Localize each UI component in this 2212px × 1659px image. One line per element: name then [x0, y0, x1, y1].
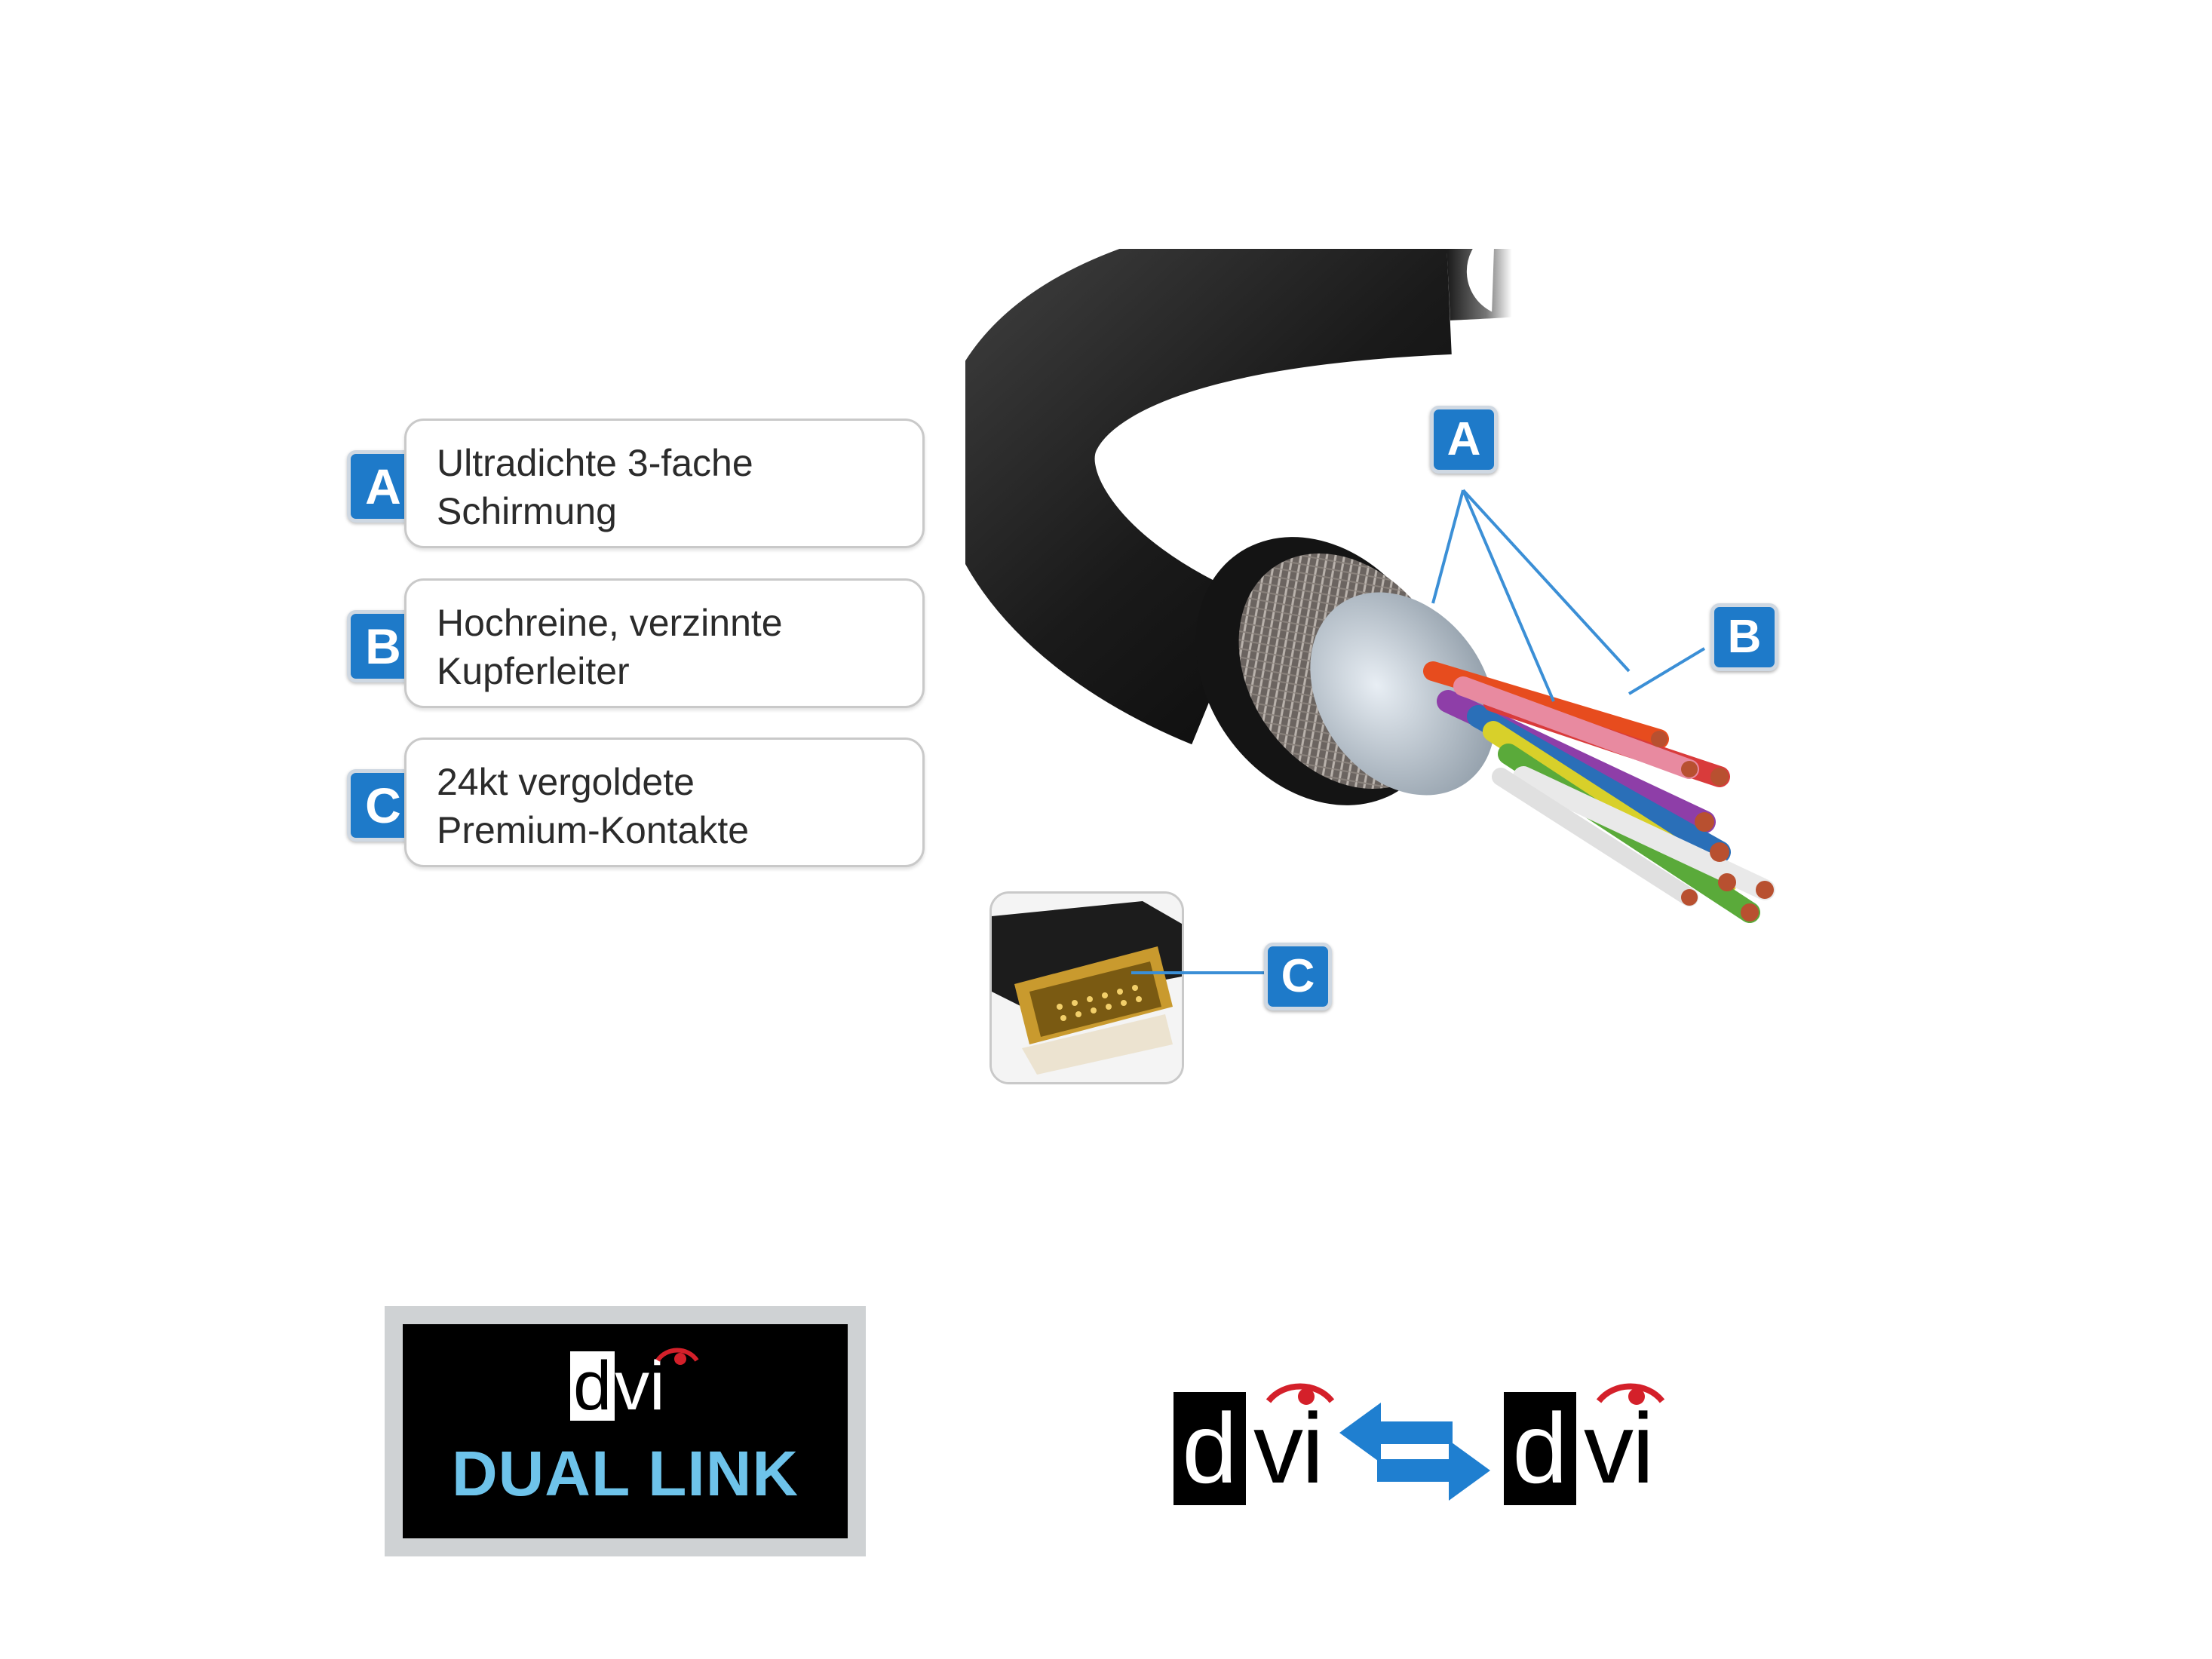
feature-line: Hochreine, verzinnte [437, 602, 783, 644]
callout-badge-c: C [1264, 943, 1332, 1010]
dvi-logo-vi: vi [1253, 1393, 1324, 1504]
dvi-logo-d: d [1504, 1392, 1576, 1505]
feature-row-b: B Hochreine, verzinnte Kupferleiter [347, 578, 925, 708]
connector-illustration-box [989, 891, 1184, 1084]
feature-line: 24kt vergoldete [437, 761, 695, 803]
feature-line: Kupferleiter [437, 650, 630, 692]
dual-link-inner: dvi DUAL LINK [403, 1324, 848, 1538]
feature-text-c: 24kt vergoldete Premium-Kontakte [437, 758, 907, 854]
feature-box-b: Hochreine, verzinnte Kupferleiter [404, 578, 925, 708]
feature-box-c: 24kt vergoldete Premium-Kontakte [404, 738, 925, 867]
feature-text-a: Ultradichte 3-fache Schirmung [437, 439, 907, 535]
dual-link-badge: dvi DUAL LINK [385, 1306, 866, 1556]
feature-line: Premium-Kontakte [437, 809, 750, 851]
feature-line: Ultradichte 3-fache [437, 442, 753, 484]
dvi-logo-vi: vi [1584, 1393, 1654, 1504]
feature-text-b: Hochreine, verzinnte Kupferleiter [437, 599, 907, 695]
feature-box-a: Ultradichte 3-fache Schirmung [404, 419, 925, 548]
dvi-connector-illustration [992, 894, 1182, 1082]
feature-row-a: A Ultradichte 3-fache Schirmung [347, 419, 925, 548]
eye-mark-icon [1596, 1383, 1665, 1405]
dvi-logo-d: d [570, 1351, 615, 1421]
dvi-logo-icon: dvi [570, 1348, 699, 1424]
feature-line: Schirmung [437, 490, 617, 532]
eye-mark-icon [655, 1348, 699, 1365]
feature-row-c: C 24kt vergoldete Premium-Kontakte [347, 738, 925, 867]
eye-mark-icon [1266, 1383, 1335, 1405]
dual-link-text: DUAL LINK [451, 1438, 799, 1509]
callout-line-c [1131, 971, 1275, 974]
cable-cross-section-illustration [965, 249, 1775, 923]
swap-arrows-icon [1339, 1403, 1490, 1501]
callout-badge-b: B [1710, 603, 1778, 671]
dvi-logo-vi: vi [615, 1348, 665, 1424]
callout-badge-a: A [1430, 406, 1498, 474]
dvi-logo-d: d [1173, 1392, 1246, 1505]
